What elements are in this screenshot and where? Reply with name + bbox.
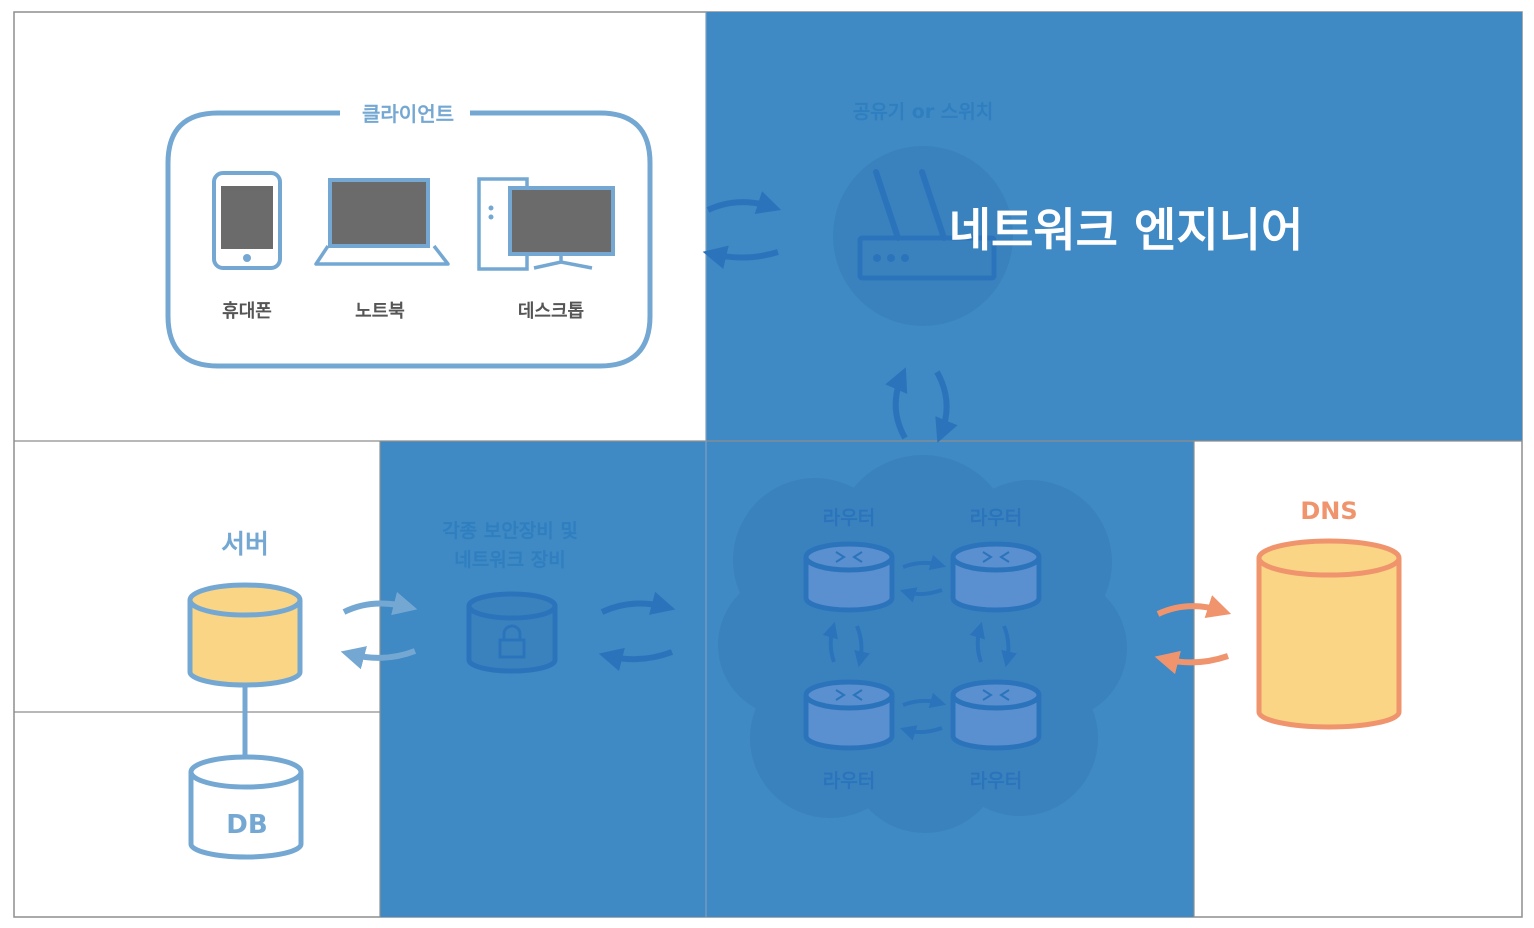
router-box-label: 공유기 or 스위치 (853, 101, 994, 123)
router-cloud-arrows (885, 367, 958, 443)
dns-label: DNS (1300, 497, 1357, 525)
db-icon (188, 754, 304, 860)
client-group-border (165, 110, 653, 369)
client-router-arrows (702, 191, 782, 269)
router-label-1: 라우터 (823, 507, 875, 529)
router-icon (950, 541, 1042, 613)
client-group: 클라이언트 휴대폰 노트북 데스크톱 (165, 102, 653, 369)
router-label-4: 라우터 (970, 770, 1022, 792)
router-icon (803, 541, 895, 613)
router-icon (803, 679, 895, 751)
database-icon (1256, 538, 1402, 730)
router-mesh-arrows (822, 554, 1017, 741)
desktop-icon (477, 177, 615, 271)
wifi-router-icon (857, 169, 997, 281)
device-label-desktop: 데스크톱 (518, 301, 584, 322)
server-security-arrows (340, 591, 418, 670)
security-label-line2: 네트워크 장비 (454, 549, 566, 571)
highlight-title: 네트워크 엔지니어 (949, 203, 1304, 257)
dns-group: DNS (1256, 497, 1402, 730)
database-icon (187, 582, 303, 688)
security-label-line1: 각종 보안장비 및 (442, 520, 578, 542)
laptop-icon (314, 178, 450, 266)
lock-icon (498, 624, 526, 659)
router-box: 공유기 or 스위치 (833, 101, 1013, 326)
router-label-2: 라우터 (970, 507, 1022, 529)
device-label-laptop: 노트북 (355, 301, 405, 322)
device-label-phone: 휴대폰 (222, 301, 272, 322)
security-group: 각종 보안장비 및 네트워크 장비 (442, 520, 578, 674)
router-icon (950, 679, 1042, 751)
cloud-dns-arrows (1154, 595, 1232, 675)
router-label-3: 라우터 (823, 770, 875, 792)
phone-icon (212, 171, 282, 270)
security-cloud-arrows (598, 591, 676, 672)
server-group: 서버 DB (187, 530, 304, 860)
router-cloud: 라우터 라우터 라우터 라우터 (718, 455, 1127, 833)
client-group-label: 클라이언트 (362, 102, 454, 126)
db-label: DB (226, 810, 267, 840)
server-label: 서버 (221, 530, 269, 560)
security-cylinder (466, 591, 558, 674)
